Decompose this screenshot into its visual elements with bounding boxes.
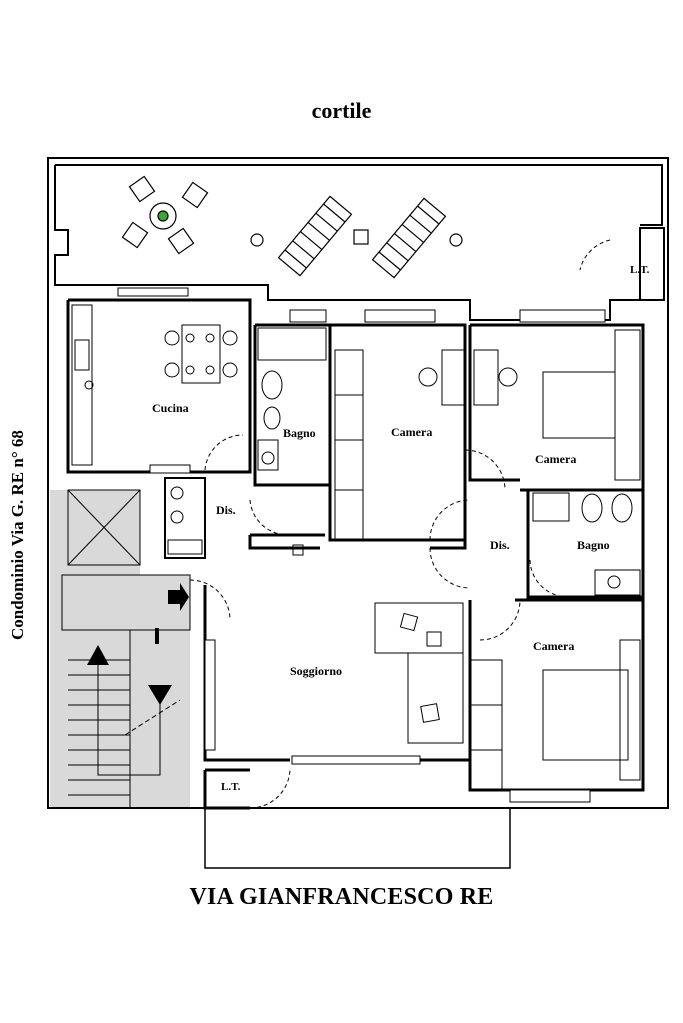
stairwell-area — [50, 490, 190, 808]
windows — [117, 287, 606, 803]
balcony — [204, 808, 511, 869]
staircase — [61, 489, 191, 808]
room-label-lt-top: L.T. — [630, 264, 650, 276]
room-label-lt-bottom: L.T. — [221, 781, 241, 793]
kitchen-fixtures — [71, 304, 238, 555]
interior-walls — [66, 298, 645, 810]
room-label-soggiorno: Soggiorno — [290, 664, 343, 678]
room-label-cucina: Cucina — [152, 401, 189, 415]
room-label-camera-1: Camera — [391, 425, 433, 439]
condominium-label: Condominio Via G. RE n° 68 — [8, 430, 27, 640]
room-label-dis-1: Dis. — [216, 503, 236, 517]
bathroom-fixtures — [257, 327, 641, 596]
room-label-camera-3: Camera — [533, 639, 575, 653]
room-label-bagno-2: Bagno — [577, 538, 610, 552]
room-label-dis-2: Dis. — [490, 538, 510, 552]
terrace-table — [121, 175, 209, 255]
room-label-bagno-1: Bagno — [283, 426, 316, 440]
courtyard-label: cortile — [311, 98, 372, 123]
outer-walls — [47, 157, 669, 809]
room-label-camera-2: Camera — [535, 452, 577, 466]
bedroom-fixtures — [334, 329, 641, 791]
sun-loungers — [250, 195, 463, 279]
door-swings — [189, 239, 611, 809]
living-fixtures — [292, 544, 464, 744]
street-label: VIA GIANFRANCESCO RE — [189, 884, 494, 910]
stair-arrows — [87, 583, 189, 705]
